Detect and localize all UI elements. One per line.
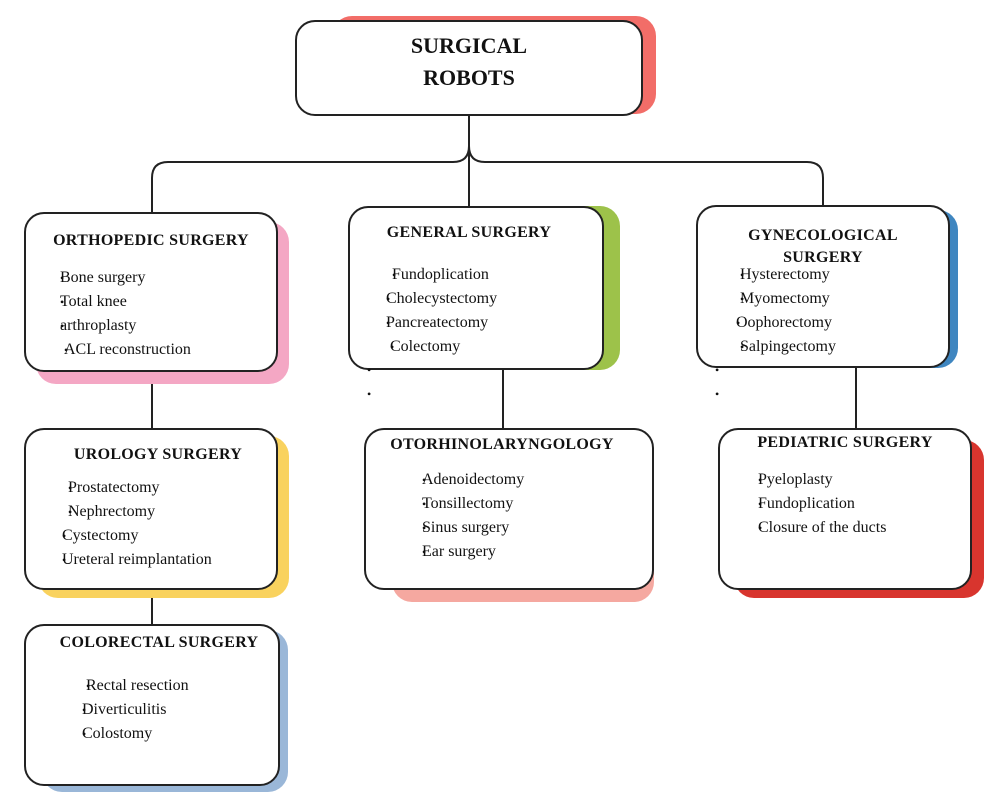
general-title: GENERAL SURGERY bbox=[386, 224, 552, 241]
stray-bullets-general: •• bbox=[367, 363, 372, 401]
list-item: Oophorectomy bbox=[718, 311, 836, 335]
list-item: Myomectomy bbox=[718, 287, 836, 311]
list-item: Salpingectomy bbox=[718, 335, 836, 359]
list-item: Closure of the ducts bbox=[740, 516, 886, 540]
urology-node[interactable]: UROLOGY SURGERY Prostatectomy Nephrectom… bbox=[24, 428, 278, 590]
list-item: Prostatectomy bbox=[42, 476, 212, 500]
list-item: Pancreatectomy bbox=[368, 311, 497, 335]
list-item: Ear surgery bbox=[404, 540, 524, 564]
pediatric-list: Pyeloplasty Fundoplication Closure of th… bbox=[740, 468, 886, 540]
list-item: Cystectomy bbox=[42, 524, 212, 548]
pediatric-node[interactable]: PEDIATRIC SURGERY Pyeloplasty Fundoplica… bbox=[718, 428, 972, 590]
list-item: Diverticulitis bbox=[32, 698, 189, 722]
list-item: Fundoplication bbox=[368, 263, 497, 287]
list-item: Sinus surgery bbox=[404, 516, 524, 540]
list-item: Colectomy bbox=[368, 335, 497, 359]
otorhinolaryngology-title: OTORHINOLARYNGOLOGY bbox=[390, 436, 614, 453]
list-item: Hysterectomy bbox=[718, 263, 836, 287]
root-title-line1: SURGICAL bbox=[410, 33, 528, 58]
root-title-line2: ROBOTS bbox=[423, 65, 515, 90]
list-item: Pyeloplasty bbox=[740, 468, 886, 492]
urology-list: Prostatectomy Nephrectomy Cystectomy Ure… bbox=[42, 476, 212, 572]
list-item: Colostomy bbox=[32, 722, 189, 746]
gynecological-title-line1: GYNECOLOGICAL bbox=[748, 227, 898, 244]
colorectal-list: Rectal resection Diverticulitis Colostom… bbox=[32, 674, 189, 746]
connector-root-gynecological bbox=[468, 145, 824, 206]
connector-root-orthopedic bbox=[151, 145, 470, 213]
list-item: Tonsillectomy bbox=[404, 492, 524, 516]
gynecological-list: Hysterectomy Myomectomy Oophorectomy Sal… bbox=[718, 263, 836, 359]
orthopedic-list: Bone surgery Total knee arthroplasty ACL… bbox=[42, 266, 191, 362]
colorectal-node[interactable]: COLORECTAL SURGERY Rectal resection Dive… bbox=[24, 624, 280, 786]
list-item: arthroplasty bbox=[42, 314, 191, 338]
gynecological-node[interactable]: GYNECOLOGICAL SURGERY Hysterectomy Myome… bbox=[696, 205, 950, 368]
stray-bullets-gynecological: •• bbox=[715, 363, 720, 401]
list-item: Cholecystectomy bbox=[368, 287, 497, 311]
otorhinolaryngology-node[interactable]: OTORHINOLARYNGOLOGY Adenoidectomy Tonsil… bbox=[364, 428, 654, 590]
list-item: Total knee bbox=[42, 290, 191, 314]
list-item: Bone surgery bbox=[42, 266, 191, 290]
general-list: Fundoplication Cholecystectomy Pancreate… bbox=[368, 263, 497, 359]
list-item: Fundoplication bbox=[740, 492, 886, 516]
orthopedic-title: ORTHOPEDIC SURGERY bbox=[53, 232, 249, 249]
general-node[interactable]: GENERAL SURGERY Fundoplication Cholecyst… bbox=[348, 206, 604, 370]
root-title: SURGICAL ROBOTS bbox=[297, 30, 641, 94]
colorectal-title: COLORECTAL SURGERY bbox=[59, 634, 259, 651]
list-item: Nephrectomy bbox=[42, 500, 212, 524]
list-item: Rectal resection bbox=[32, 674, 189, 698]
list-item: ACL reconstruction bbox=[42, 338, 191, 362]
orthopedic-node[interactable]: ORTHOPEDIC SURGERY Bone surgery Total kn… bbox=[24, 212, 278, 372]
urology-title: UROLOGY SURGERY bbox=[73, 446, 243, 463]
otorhinolaryngology-list: Adenoidectomy Tonsillectomy Sinus surger… bbox=[404, 468, 524, 564]
root-node[interactable]: SURGICAL ROBOTS bbox=[295, 20, 643, 116]
list-item: Adenoidectomy bbox=[404, 468, 524, 492]
pediatric-title: PEDIATRIC SURGERY bbox=[757, 434, 933, 451]
gynecological-title: GYNECOLOGICAL SURGERY bbox=[698, 225, 948, 269]
list-item: Ureteral reimplantation bbox=[42, 548, 212, 572]
gynecological-title-line2: SURGERY bbox=[783, 249, 863, 266]
